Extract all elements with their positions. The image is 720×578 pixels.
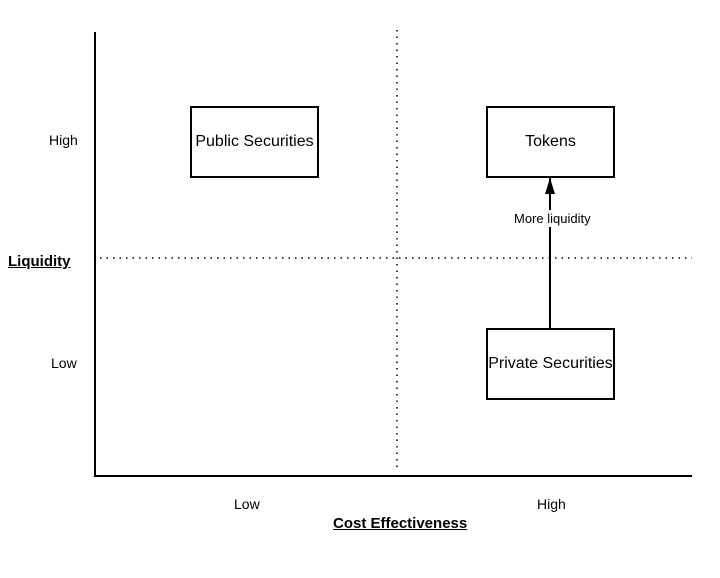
x-tick-low: Low — [234, 496, 260, 512]
private-securities-label: Private Securities — [488, 355, 613, 372]
private-securities-box: Private Securities — [486, 328, 615, 400]
arrowhead — [545, 178, 555, 194]
x-tick-high: High — [537, 496, 566, 512]
arrow-label: More liquidity — [513, 210, 592, 227]
y-tick-low: Low — [51, 355, 77, 371]
tokens-label: Tokens — [525, 133, 576, 150]
public-securities-box: Public Securities — [190, 106, 319, 178]
x-axis-title: Cost Effectiveness — [333, 515, 468, 532]
tokens-box: Tokens — [486, 106, 615, 178]
y-axis-title: Liquidity — [8, 253, 71, 270]
y-tick-high: High — [49, 132, 78, 148]
public-securities-label: Public Securities — [195, 133, 314, 150]
